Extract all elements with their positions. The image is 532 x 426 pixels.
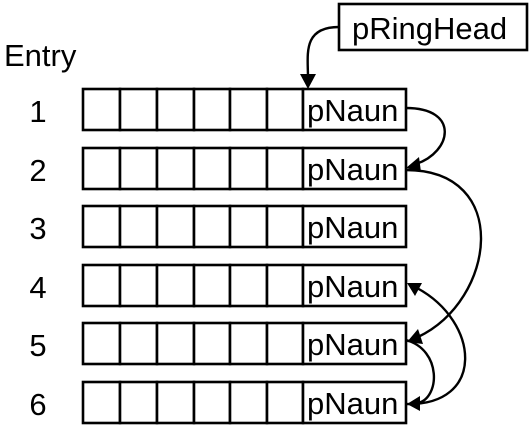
entry-slot-cell xyxy=(81,263,122,308)
entry-row: 3 pNaun xyxy=(29,204,408,249)
link-curve xyxy=(405,106,446,166)
link-5-to-6 xyxy=(405,338,436,411)
entry-slot-cell xyxy=(192,263,232,308)
link-curve xyxy=(405,168,483,339)
entry-slot-cell xyxy=(155,263,196,308)
entry-slot-cell xyxy=(265,204,305,249)
pointer-links xyxy=(300,25,483,411)
ring-head-label: pRingHead xyxy=(352,11,507,46)
link-curve xyxy=(306,25,340,79)
entry-pointer-cell xyxy=(301,321,408,366)
entry-index-label: 1 xyxy=(29,94,46,129)
link-head-to-1 xyxy=(300,25,340,89)
entry-pointer-label: pNaun xyxy=(307,152,398,187)
arrowhead xyxy=(300,74,316,89)
entry-index-label: 5 xyxy=(29,328,46,363)
entry-pointer-cell xyxy=(301,204,408,249)
entry-slot-cell xyxy=(228,146,269,191)
entry-slot-cell xyxy=(155,204,196,249)
entry-slot-cell xyxy=(192,204,232,249)
link-curve xyxy=(405,286,467,406)
entry-slot-cell xyxy=(228,380,269,425)
ring-head-pointer: pRingHead xyxy=(337,2,529,52)
entry-index-label: 2 xyxy=(29,153,46,188)
entry-pointer-cell xyxy=(301,380,408,425)
entry-slot-cell xyxy=(118,321,159,366)
entry-row: 5 pNaun xyxy=(29,321,408,366)
entry-slot-cell xyxy=(118,146,159,191)
entry-slot-cell xyxy=(265,321,305,366)
entry-slot-cell xyxy=(118,263,159,308)
arrowhead xyxy=(407,329,423,344)
entry-pointer-cell xyxy=(301,146,408,191)
link-6-to-4 xyxy=(405,283,467,406)
entry-slot-cell xyxy=(265,380,305,425)
entry-slot-cell xyxy=(265,87,305,132)
entry-slot-cell xyxy=(228,321,269,366)
entry-slot-cell xyxy=(118,87,159,132)
entry-slot-cell xyxy=(155,146,196,191)
entry-row: 6 pNaun xyxy=(29,380,408,425)
entry-slot-cell xyxy=(192,146,232,191)
entry-column-title: Entry xyxy=(4,38,77,73)
arrowhead xyxy=(407,283,422,296)
entry-pointer-label: pNaun xyxy=(307,269,398,304)
entry-index-label: 4 xyxy=(29,270,46,305)
entry-slot-cell xyxy=(228,87,269,132)
entry-pointer-cell xyxy=(301,87,408,132)
entry-row: 1 pNaun xyxy=(29,87,408,132)
entry-slot-cell xyxy=(81,146,122,191)
entry-slot-cell xyxy=(81,321,122,366)
arrowhead xyxy=(406,157,421,172)
entry-slot-cell xyxy=(265,263,305,308)
entry-pointer-cell xyxy=(301,263,408,308)
link-curve xyxy=(405,338,436,405)
entry-pointer-label: pNaun xyxy=(307,327,398,362)
entry-slot-cell xyxy=(192,380,232,425)
entry-slot-cell xyxy=(192,321,232,366)
entry-pointer-label: pNaun xyxy=(307,386,398,421)
entry-slot-cell xyxy=(81,380,122,425)
entry-slot-cell xyxy=(228,263,269,308)
link-2-to-5 xyxy=(405,168,483,344)
entry-slot-cell xyxy=(81,87,122,132)
entry-slot-cell xyxy=(192,87,232,132)
entry-slot-cell xyxy=(118,380,159,425)
link-1-to-2 xyxy=(405,106,446,172)
entry-slot-cell xyxy=(265,146,305,191)
entry-pointer-label: pNaun xyxy=(307,93,398,128)
entry-rows: 1 pNaun 2 pNaun 3 xyxy=(29,87,408,425)
entry-index-label: 3 xyxy=(29,211,46,246)
entry-slot-cell xyxy=(81,204,122,249)
entry-pointer-label: pNaun xyxy=(307,210,398,245)
entry-index-label: 6 xyxy=(29,387,46,422)
entry-row: 4 pNaun xyxy=(29,263,408,308)
entry-slot-cell xyxy=(155,87,196,132)
entry-slot-cell xyxy=(155,321,196,366)
entry-slot-cell xyxy=(118,204,159,249)
entry-slot-cell xyxy=(228,204,269,249)
entry-slot-cell xyxy=(155,380,196,425)
entry-row: 2 pNaun xyxy=(29,146,408,191)
